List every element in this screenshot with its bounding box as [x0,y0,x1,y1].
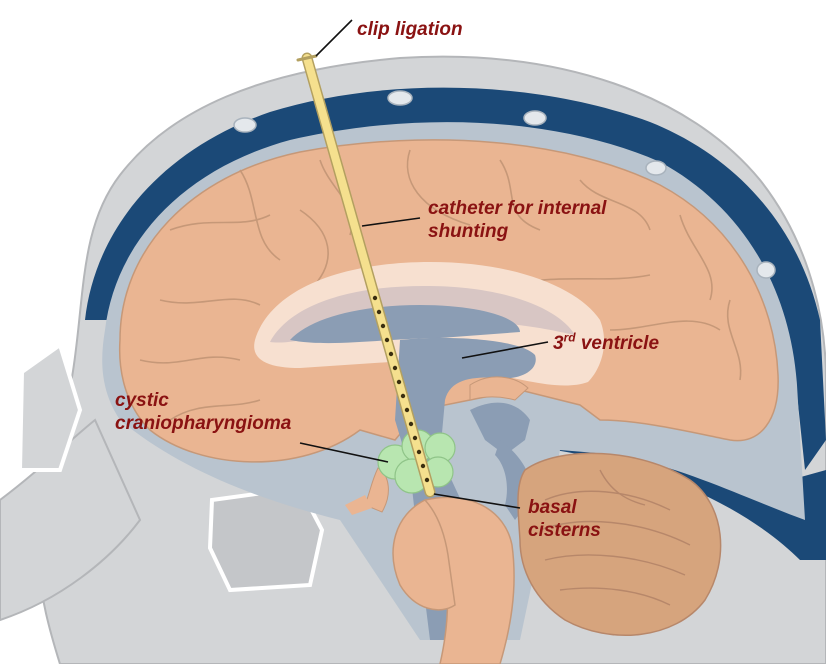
cystic-line-2: craniopharyngioma [115,412,291,435]
ventricle-superscript: rd [564,331,576,345]
basal-line-1: basal [528,496,601,519]
label-3rd-ventricle: 3rd ventricle [553,332,659,355]
cystic-line-1: cystic [115,389,291,412]
catheter-line-1: catheter for internal [428,197,606,220]
clip-ligation-text: clip ligation [357,19,463,40]
label-basal-cisterns: basal cisterns [528,496,601,542]
label-clip-ligation: clip ligation [357,18,463,41]
label-catheter: catheter for internal shunting [428,197,606,243]
catheter-line-2: shunting [428,220,606,243]
ventricle-suffix: ventricle [576,333,659,354]
leader-clip-ligation [316,20,352,56]
label-cystic-craniopharyngioma: cystic craniopharyngioma [115,389,291,435]
ventricle-prefix: 3 [553,333,564,354]
basal-line-2: cisterns [528,519,601,542]
